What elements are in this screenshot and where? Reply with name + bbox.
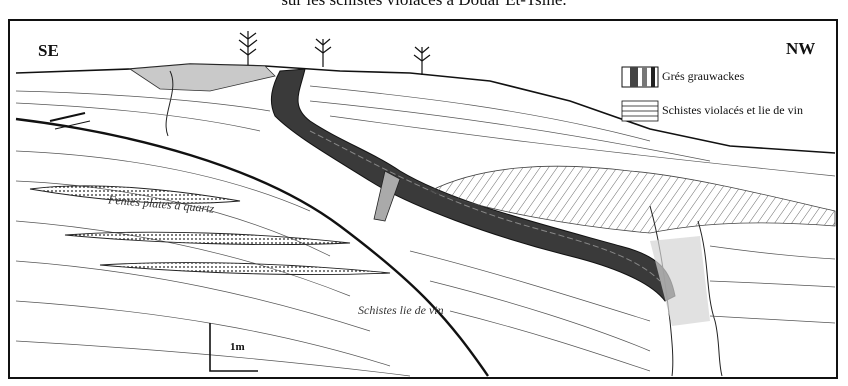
tree-icon (315, 39, 331, 67)
legend-swatch-grauwacke (622, 67, 658, 87)
figure-caption: sur les schistes violacés à Douar Et-Tsi… (0, 0, 848, 10)
tree-icon (239, 31, 257, 65)
legend-swatch-schist (622, 101, 658, 121)
tree-icon (414, 47, 430, 75)
main-fault-line (16, 119, 488, 376)
cross-section-frame: SE NW Grés grauwackes Schistes violacés … (8, 19, 838, 379)
legend-label-grauwacke: Grés grauwackes (662, 69, 744, 84)
quartz-lens-lower (100, 263, 390, 275)
direction-se-label: SE (38, 41, 59, 61)
upper-schist-wedge (130, 64, 275, 91)
quartz-lens-middle (65, 232, 350, 244)
shear-sense-arrow (50, 113, 85, 121)
scale-label: 1m (230, 341, 245, 353)
direction-nw-label: NW (786, 39, 815, 59)
legend-label-schist: Schistes violacés et lie de vin (662, 103, 803, 118)
schist-unit-label: Schistes lie de vin (358, 303, 444, 318)
